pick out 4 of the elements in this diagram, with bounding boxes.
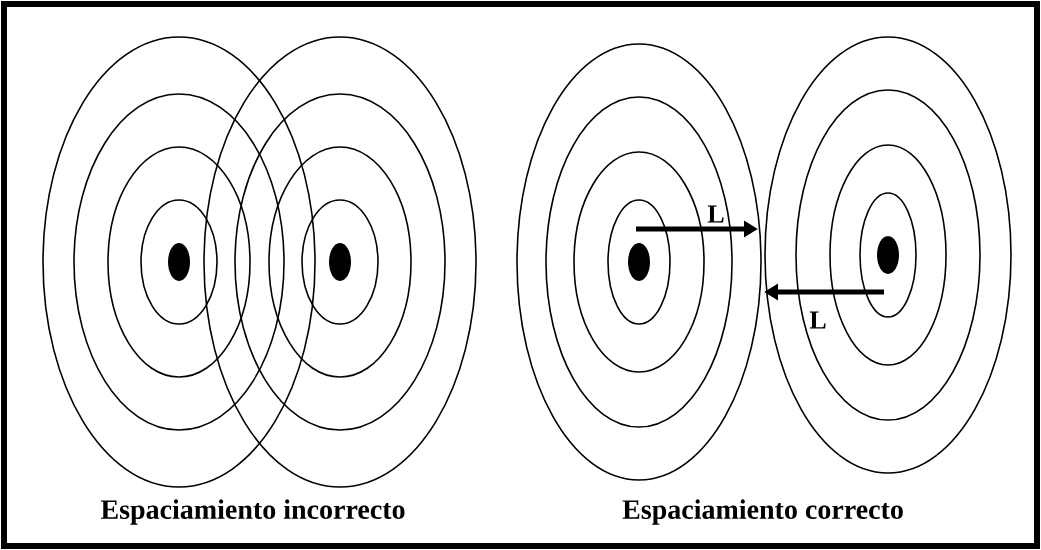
caption-text: Espaciamiento incorrecto	[100, 499, 405, 525]
dimension-label: L	[809, 311, 826, 329]
caption-text: Espaciamiento correcto	[622, 499, 903, 525]
dimension-label: L	[707, 205, 724, 223]
